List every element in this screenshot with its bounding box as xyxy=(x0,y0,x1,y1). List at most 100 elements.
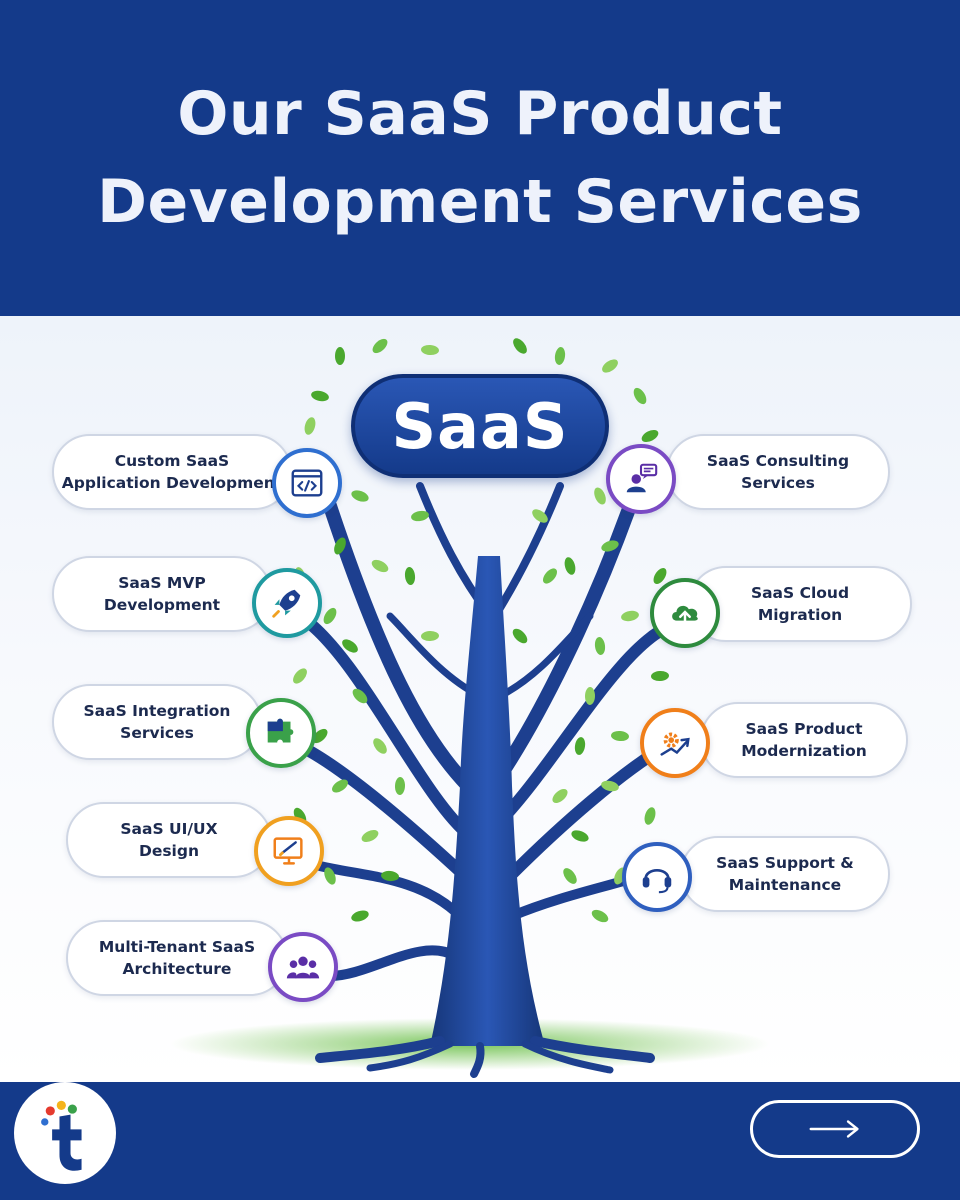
tree-leaf xyxy=(653,567,667,585)
service-label: SaaS Integration Services xyxy=(83,702,231,742)
root xyxy=(530,1036,655,1063)
tree-leaf xyxy=(372,338,388,354)
service-card-consulting[interactable]: SaaS Consulting Services xyxy=(666,434,890,510)
service-card-support[interactable]: SaaS Support & Maintenance xyxy=(680,836,890,912)
service-card-integration[interactable]: SaaS Integration Services xyxy=(52,684,262,760)
header-banner: Our SaaS Product Development Services xyxy=(0,0,960,316)
tree-leaf xyxy=(563,868,577,884)
service-label: SaaS Cloud Migration xyxy=(750,584,850,624)
tree-leaf xyxy=(371,559,389,573)
tree-leaf xyxy=(304,417,316,435)
tree-leaf xyxy=(574,737,586,755)
tree-branch xyxy=(499,620,676,822)
tree-leaf xyxy=(513,338,527,354)
tree-leaf xyxy=(621,610,639,622)
page-title-line-2: Development Services xyxy=(97,167,863,237)
service-card-uiux[interactable]: SaaS UI/UX Design xyxy=(66,802,272,878)
tree-branch xyxy=(496,612,594,700)
tree-leaf xyxy=(311,390,329,402)
tree-leaf xyxy=(633,387,647,405)
service-card-mvp[interactable]: SaaS MVP Development xyxy=(52,556,272,632)
tree-leaf xyxy=(542,568,558,584)
tree-leaf xyxy=(532,509,548,523)
tree-leaf xyxy=(594,487,606,505)
consultant-chat-icon xyxy=(626,463,658,493)
brand-logo[interactable] xyxy=(14,1082,116,1184)
service-icon-badge xyxy=(246,698,316,768)
gear-growth-icon xyxy=(660,732,690,756)
service-label: SaaS Consulting Services xyxy=(706,452,850,492)
tree-leaf xyxy=(594,637,606,655)
tree-leaf xyxy=(404,567,416,585)
tree-leaf xyxy=(324,867,336,885)
tree-leaf xyxy=(571,830,589,842)
code-window-icon xyxy=(291,469,323,497)
tree-leaf xyxy=(601,780,619,792)
tree-branch xyxy=(294,740,471,882)
tree-leaf xyxy=(641,429,659,443)
root xyxy=(366,1040,454,1072)
tree-leaf xyxy=(651,670,669,682)
tree-branch xyxy=(491,482,564,620)
service-icon-badge xyxy=(272,448,342,518)
service-icon-badge xyxy=(268,932,338,1002)
design-monitor-icon xyxy=(273,837,303,865)
tree-leaf xyxy=(421,630,439,642)
tree-branch xyxy=(294,610,476,842)
tree-leaf xyxy=(564,557,576,575)
tree-leaf xyxy=(323,607,337,625)
cloud-upload-icon xyxy=(672,605,698,626)
root xyxy=(470,1042,485,1078)
tree-leaf xyxy=(373,738,387,754)
tree-leaf xyxy=(352,688,368,704)
tree-branch xyxy=(504,750,656,882)
rocket-icon xyxy=(272,589,301,618)
tree-leaf xyxy=(411,510,429,522)
next-arrow-button[interactable] xyxy=(750,1100,920,1158)
tree-leaf xyxy=(394,777,406,795)
arrow-right-icon xyxy=(809,1120,859,1138)
brand-logo-mark-icon xyxy=(41,1100,82,1171)
tree-leaf xyxy=(312,728,328,744)
service-icon-badge xyxy=(640,708,710,778)
tree-graphic xyxy=(170,338,770,1078)
tree-leaf xyxy=(644,807,656,825)
tree-leaf xyxy=(335,347,345,365)
headset-icon xyxy=(642,869,672,894)
tree-leaf xyxy=(342,639,358,653)
tree-leaf xyxy=(421,344,439,356)
service-icon-badge xyxy=(622,842,692,912)
tree-trunk xyxy=(430,556,545,1046)
page-title-line-1: Our SaaS Product xyxy=(177,79,783,149)
tree-leaf xyxy=(512,628,528,644)
tree-leaf xyxy=(584,687,596,705)
service-icon-badge xyxy=(254,816,324,886)
service-card-cloud-migration[interactable]: SaaS Cloud Migration xyxy=(688,566,912,642)
tree-leaf xyxy=(351,910,369,922)
service-icon-badge xyxy=(650,578,720,648)
service-icon-badge xyxy=(252,568,322,638)
service-card-multi-tenant[interactable]: Multi-Tenant SaaS Architecture xyxy=(66,920,288,996)
service-label: SaaS UI/UX Design xyxy=(120,820,218,860)
tree-leaf xyxy=(332,779,348,793)
tree-leaf xyxy=(602,359,618,373)
service-label: Custom SaaS Application Development xyxy=(61,452,283,492)
tree-illustration: SaaS Custom SaaS Application Development… xyxy=(0,316,960,1082)
service-label: Multi-Tenant SaaS Architecture xyxy=(98,938,256,978)
tree-leaf xyxy=(293,668,307,684)
service-label: SaaS Product Modernization xyxy=(741,720,867,760)
tree-branch xyxy=(323,499,475,793)
tree-leaf xyxy=(361,830,379,842)
root xyxy=(315,1036,445,1063)
service-label: SaaS Support & Maintenance xyxy=(716,854,854,894)
service-card-custom-saas[interactable]: Custom SaaS Application Development xyxy=(52,434,292,510)
service-icon-badge xyxy=(606,444,676,514)
service-card-modernization[interactable]: SaaS Product Modernization xyxy=(700,702,908,778)
saas-center-label: SaaS xyxy=(391,389,569,463)
tree-leaf xyxy=(334,537,346,555)
puzzle-icon xyxy=(267,718,294,743)
users-group-icon xyxy=(286,956,320,979)
tree-leaf xyxy=(552,788,568,804)
tree-leaf xyxy=(601,540,619,552)
tree-leaf xyxy=(591,909,609,923)
